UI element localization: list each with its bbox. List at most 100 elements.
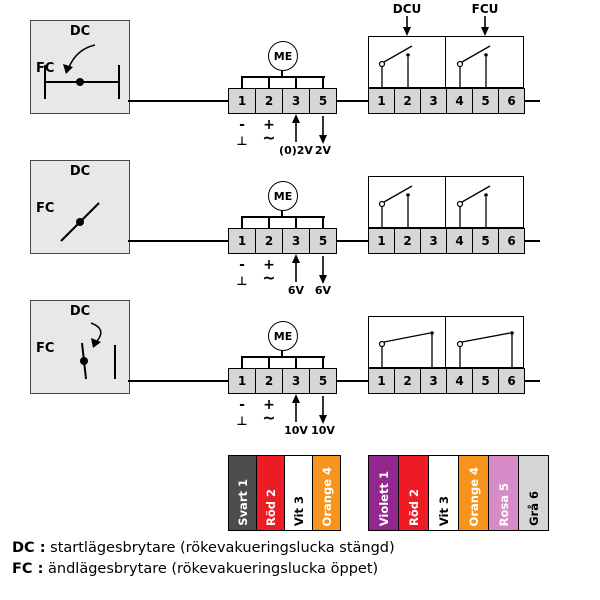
relay-switch-open-icon: [456, 185, 491, 227]
terminal-5: 5: [309, 88, 337, 114]
bracket-tick: [241, 356, 243, 369]
switch-position-end-icon: [80, 322, 116, 380]
terminal-3: 3: [282, 88, 310, 114]
dc-label: DC: [69, 304, 91, 319]
wire-label-text: Svart 1: [235, 479, 250, 526]
legend: DC : startlägesbrytare (rökevakueringslu…: [12, 540, 395, 582]
actuator-terminal-strip: 1 2 3 5: [228, 228, 337, 254]
relay-terminal-2: 2: [394, 228, 421, 254]
diagram-row-start-position: DC FC ME 1 2 3 5 - ⊥: [0, 2, 600, 160]
motor-stem-line: [281, 208, 283, 216]
bracket-tick: [322, 76, 324, 89]
dcu-label: DCU: [392, 2, 422, 16]
bracket-tick: [241, 216, 243, 229]
ground-icon: ⊥: [236, 414, 248, 428]
wire-label-vit: Vit 3: [284, 455, 313, 531]
dc-label: DC: [69, 24, 91, 39]
relay-wire-colors: Violett 1 Röd 2 Vit 3 Orange 4 Rosa 5 Gr…: [368, 455, 549, 531]
bracket-tick: [241, 76, 243, 89]
fc-label: FC: [36, 201, 55, 216]
fc-label: FC: [36, 341, 55, 356]
relay-terminal-3: 3: [420, 368, 447, 394]
switch-position-start-icon: [44, 44, 120, 99]
dcu-relay-box: [368, 36, 446, 88]
diagram-row-mid-position: DC FC ME 1 2 3 5 - ⊥ + ~: [0, 158, 600, 300]
wire-label-text: Grå 6: [526, 491, 541, 526]
bracket-tick: [295, 356, 297, 369]
diagram-row-end-position: DC FC ME 1 2 3 5 - ⊥ + ~: [0, 298, 600, 440]
ground-icon: ⊥: [236, 274, 248, 288]
relay-terminal-6: 6: [498, 88, 525, 114]
wire-label-orange: Orange 4: [312, 455, 341, 531]
wire-label-text: Rosa 5: [496, 482, 511, 526]
position-switch-box-end: DC FC: [30, 300, 130, 394]
relay-switch-open-icon: [378, 185, 413, 227]
terminal-5: 5: [309, 228, 337, 254]
wire-label-rod: Röd 2: [256, 455, 285, 531]
relay-terminal-4: 4: [446, 228, 473, 254]
relay-terminal-6: 6: [498, 228, 525, 254]
relay-terminal-3: 3: [420, 88, 447, 114]
wire-label-rosa: Rosa 5: [488, 455, 519, 531]
relay-terminal-3: 3: [420, 228, 447, 254]
wire-label-text: Violett 1: [376, 470, 391, 526]
voltage-out-label: 2V: [314, 144, 332, 157]
ac-sign: ~: [262, 408, 276, 427]
ground-icon: ⊥: [236, 134, 248, 148]
dc-label: DC: [69, 164, 91, 179]
signal-down-arrow-icon: [319, 256, 327, 284]
signal-up-arrow-icon: [292, 254, 300, 282]
legend-line-dc: DC : startlägesbrytare (rökevakueringslu…: [12, 540, 395, 556]
relay-terminal-strip: 1 2 3 4 5 6: [368, 228, 525, 254]
plus-sign: +: [263, 397, 275, 413]
legend-line-fc: FC : ändlägesbrytare (rökevakueringsluck…: [12, 561, 395, 577]
position-switch-box-start: DC FC: [30, 20, 130, 114]
relay-terminal-4: 4: [446, 88, 473, 114]
terminal-2: 2: [255, 88, 283, 114]
wire-label-orange: Orange 4: [458, 455, 489, 531]
minus-sign: -: [239, 257, 245, 273]
minus-sign: -: [239, 117, 245, 133]
wire-label-text: Vit 3: [291, 495, 306, 526]
motor-bracket-line: [241, 76, 325, 78]
fcu-arrow-icon: [481, 16, 489, 36]
terminal-3: 3: [282, 368, 310, 394]
voltage-in-label: 10V: [284, 424, 308, 437]
motor-bracket-line: [241, 356, 325, 358]
terminal-2: 2: [255, 368, 283, 394]
motor-symbol: ME: [268, 41, 298, 71]
actuator-terminal-strip: 1 2 3 5: [228, 88, 337, 114]
ac-sign: ~: [262, 268, 276, 287]
relay-terminal-5: 5: [472, 368, 499, 394]
relay-switch-closed-icon: [456, 331, 514, 367]
signal-up-arrow-icon: [292, 394, 300, 422]
wire-label-text: Orange 4: [466, 466, 481, 526]
minus-sign: -: [239, 397, 245, 413]
wire-label-text: Röd 2: [406, 489, 421, 526]
fcu-relay-box: [445, 176, 524, 228]
bracket-tick: [295, 76, 297, 89]
fcu-relay-box: [445, 316, 524, 368]
motor-label: ME: [273, 49, 293, 63]
signal-down-arrow-icon: [319, 116, 327, 144]
bracket-tick: [322, 216, 324, 229]
wire-label-vit: Vit 3: [428, 455, 459, 531]
signal-down-arrow-icon: [319, 396, 327, 424]
motor-symbol: ME: [268, 181, 298, 211]
legend-term-dc: DC :: [12, 540, 46, 556]
voltage-out-label: 10V: [311, 424, 335, 437]
wire-label-svart: Svart 1: [228, 455, 257, 531]
bracket-tick: [268, 76, 270, 89]
actuator-terminal-strip: 1 2 3 5: [228, 368, 337, 394]
plus-sign: +: [263, 117, 275, 133]
terminal-1: 1: [228, 368, 256, 394]
legend-desc-dc: startlägesbrytare (rökevakueringslucka s…: [50, 540, 395, 556]
terminal-2: 2: [255, 228, 283, 254]
relay-terminal-6: 6: [498, 368, 525, 394]
relay-terminal-2: 2: [394, 88, 421, 114]
fcu-label: FCU: [471, 2, 499, 16]
motor-label: ME: [273, 329, 293, 343]
relay-switch-closed-icon: [378, 331, 434, 367]
wire-label-text: Orange 4: [319, 466, 334, 526]
